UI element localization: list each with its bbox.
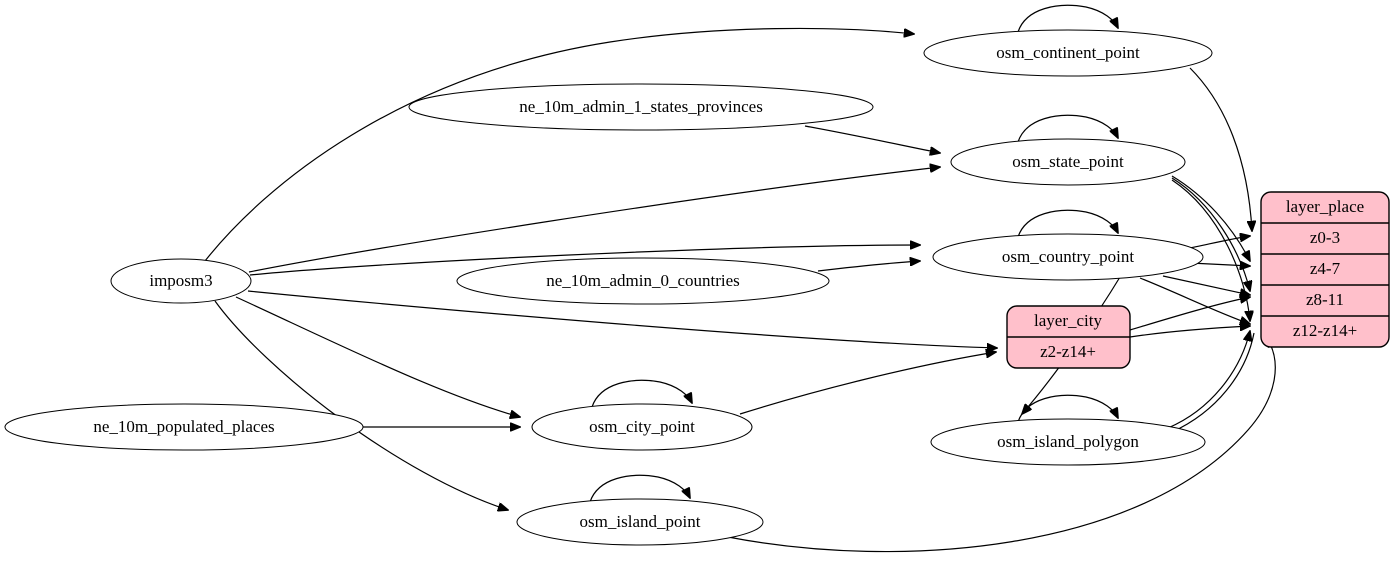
edge-imposm3-to-layer-city xyxy=(247,290,997,348)
edge-osm-city-point-to-layer-city-z2-z14 xyxy=(739,352,996,415)
osm-island-polygon-label: osm_island_polygon xyxy=(997,432,1139,451)
self-loop-osm-country-point xyxy=(1017,209,1118,238)
imposm3-shape[interactable] xyxy=(110,258,252,304)
node-layer: imposm3 ne_10m_populated_places ne_10m_a… xyxy=(4,29,1213,546)
edge-osm-island-point-to-layer-place-z12-z14 xyxy=(727,337,1276,553)
osm-city-point-shape[interactable] xyxy=(531,403,753,451)
layer-place-body[interactable] xyxy=(1260,191,1390,348)
layer-place-row-z4-7[interactable]: z4-7 xyxy=(1310,259,1341,278)
node-ne-10m-admin-1-states-provinces[interactable]: ne_10m_admin_1_states_provinces xyxy=(408,83,874,131)
layer-place-row-z0-3[interactable]: z0-3 xyxy=(1310,228,1340,247)
edge-osm-island-polygon-to-layer-place-z12-z14-strand2 xyxy=(1171,332,1255,433)
self-loop-osm-state-point xyxy=(1017,114,1118,143)
edge-layer-city-to-layer-place-z8-11 xyxy=(1129,297,1250,331)
osm-state-point-label: osm_state_point xyxy=(1012,152,1124,171)
osm-continent-point-label: osm_continent_point xyxy=(996,43,1140,62)
edge-imposm3-to-osm-continent-point xyxy=(204,27,914,262)
layer-place-row-z12-z14plus[interactable]: z12-z14+ xyxy=(1293,321,1357,340)
self-loop-osm-island-polygon xyxy=(1017,394,1118,423)
osm-country-point-label: osm_country_point xyxy=(1002,247,1134,266)
node-osm-continent-point[interactable]: osm_continent_point xyxy=(923,29,1213,77)
node-osm-city-point[interactable]: osm_city_point xyxy=(531,403,753,451)
ne-10m-populated-places-label: ne_10m_populated_places xyxy=(93,417,274,436)
self-loop-osm-city-point xyxy=(591,379,692,408)
edge-osm-country-point-to-layer-place-z8-11 xyxy=(1162,275,1250,295)
ne-10m-admin-1-states-provinces-label: ne_10m_admin_1_states_provinces xyxy=(519,97,763,116)
edge-imposm3-to-osm-state-point xyxy=(248,167,940,273)
osm-country-point-shape[interactable] xyxy=(932,233,1204,281)
edge-imposm3-to-osm-city-point xyxy=(235,296,520,417)
edge-layer-city-to-layer-place-z12-z14 xyxy=(1129,326,1250,338)
node-osm-island-point[interactable]: osm_island_point xyxy=(516,498,764,546)
edge-layer xyxy=(204,4,1276,553)
layer-place-title: layer_place xyxy=(1286,197,1364,216)
self-loop-osm-island-point xyxy=(589,474,690,503)
record-node-layer-city[interactable]: layer_city z2-z14+ xyxy=(1006,305,1131,369)
node-osm-country-point[interactable]: osm_country_point xyxy=(932,233,1204,281)
edge-osm-state-point-to-layer-place-z4-7 xyxy=(1171,175,1250,261)
record-node-layer-place[interactable]: layer_place z0-3 z4-7 z8-11 z12-z14+ xyxy=(1260,191,1390,348)
self-loop-osm-continent-point xyxy=(1017,4,1118,33)
edge-osm-island-polygon-to-layer-place-z12-z14 xyxy=(1167,331,1250,429)
layer-place-row-z8-11[interactable]: z8-11 xyxy=(1306,290,1344,309)
edge-ne-admin1-to-osm-state-point xyxy=(804,125,940,153)
edge-ne-admin0-to-osm-country-point xyxy=(817,261,920,272)
edge-osm-country-point-to-layer-place-z12-z14 xyxy=(1139,277,1250,324)
node-imposm3[interactable]: imposm3 xyxy=(110,258,252,304)
node-ne-10m-admin-0-countries[interactable]: ne_10m_admin_0_countries xyxy=(456,257,830,305)
osm-island-polygon-shape[interactable] xyxy=(930,418,1206,466)
ne-10m-populated-places-shape[interactable] xyxy=(4,403,364,451)
edge-osm-continent-point-to-layer-place-z0-3 xyxy=(1189,67,1252,231)
layer-city-row-z2-z14plus[interactable]: z2-z14+ xyxy=(1040,342,1096,361)
osm-continent-point-shape[interactable] xyxy=(923,29,1213,77)
layer-city-title: layer_city xyxy=(1034,311,1102,330)
edge-imposm3-to-osm-country-point xyxy=(249,245,920,276)
imposm3-label: imposm3 xyxy=(149,271,212,290)
ne-10m-admin-1-states-provinces-shape[interactable] xyxy=(408,83,874,131)
edge-osm-state-point-to-layer-place-z12-z14 xyxy=(1171,179,1250,321)
osm-city-point-label: osm_city_point xyxy=(589,417,695,436)
ne-10m-admin-0-countries-shape[interactable] xyxy=(456,257,830,305)
edge-osm-state-point-to-layer-place-z8-11 xyxy=(1171,177,1250,291)
osm-island-point-label: osm_island_point xyxy=(580,512,701,531)
node-osm-state-point[interactable]: osm_state_point xyxy=(950,138,1186,186)
node-ne-10m-populated-places[interactable]: ne_10m_populated_places xyxy=(4,403,364,451)
osm-island-point-shape[interactable] xyxy=(516,498,764,546)
ne-10m-admin-0-countries-label: ne_10m_admin_0_countries xyxy=(546,271,740,290)
osm-state-point-shape[interactable] xyxy=(950,138,1186,186)
node-osm-island-polygon[interactable]: osm_island_polygon xyxy=(930,418,1206,466)
